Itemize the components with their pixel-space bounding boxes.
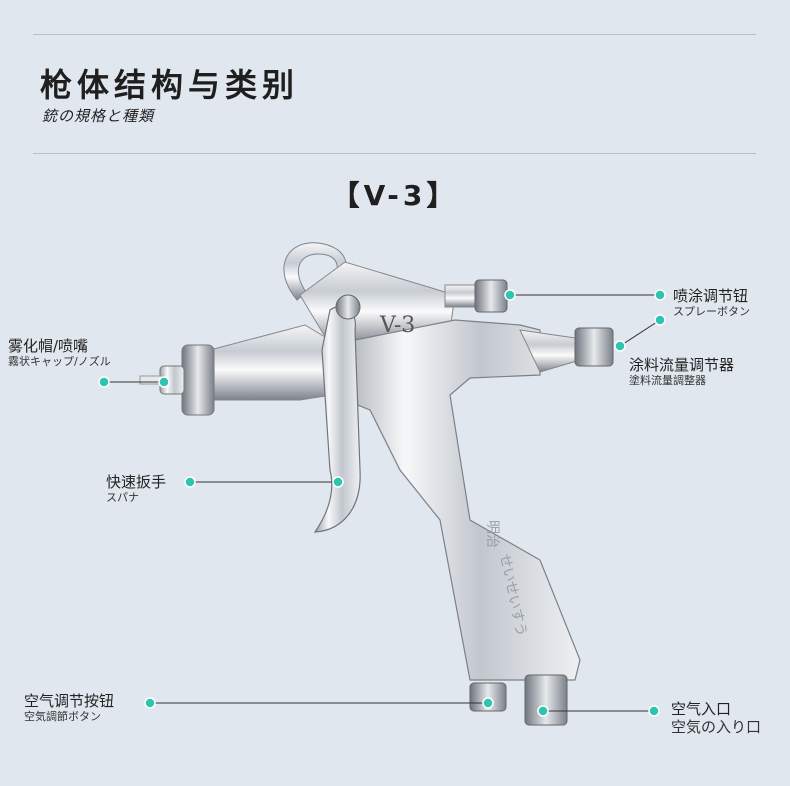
callout-air-knob: 空气调节按钮 空気調節ボタン <box>24 692 114 723</box>
callout-nozzle-cap: 雾化帽/喷嘴 霧状キャップ/ノズル <box>8 337 111 368</box>
callout-spray-knob-sub: スプレーボタン <box>673 305 750 318</box>
dot-air-knob-label <box>144 697 156 709</box>
callout-air-inlet-sub: 空気の入り口 <box>671 718 762 736</box>
dot-trigger <box>332 476 344 488</box>
dot-fluid-knob <box>614 340 626 352</box>
air-inlet <box>524 674 568 726</box>
fluid-knob <box>574 327 614 367</box>
callout-air-knob-main: 空气调节按钮 <box>24 692 115 710</box>
gun-body <box>329 319 581 681</box>
model-name: 【V-3】 <box>331 179 459 212</box>
callout-trigger-sub: スパナ <box>106 491 139 504</box>
callout-air-knob-sub: 空気調節ボタン <box>24 710 101 723</box>
top-divider <box>33 34 756 35</box>
dot-nozzle-label <box>98 376 110 388</box>
page-title: 枪体结构与类别 <box>40 66 300 104</box>
barrel-cone <box>209 324 333 401</box>
dot-air-knob <box>482 697 494 709</box>
trigger-pivot <box>335 294 361 320</box>
dot-air-inlet <box>537 705 549 717</box>
dot-fluid-label <box>654 314 666 326</box>
spray-knob <box>474 279 508 313</box>
callout-nozzle-cap-sub: 霧状キャップ/ノズル <box>8 355 111 368</box>
dot-spray-label <box>654 289 666 301</box>
callout-fluid-knob: 涂料流量调节器 塗料流量調整器 <box>629 356 734 387</box>
callout-spray-knob-main: 喷涂调节钮 <box>673 287 749 305</box>
bottom-divider <box>33 153 756 154</box>
dot-spray-knob <box>504 289 516 301</box>
air-knob <box>469 682 507 712</box>
leader-lines <box>104 294 661 712</box>
callout-trigger: 快速扳手 スパナ <box>106 473 166 504</box>
callout-air-inlet: 空气入口 空気の入り口 <box>671 700 761 736</box>
brand-kanji: 明治 <box>484 520 500 548</box>
callout-spray-knob: 喷涂调节钮 スプレーボタン <box>673 287 750 318</box>
page-subtitle: 銃の規格と種類 <box>42 107 155 125</box>
callout-fluid-knob-sub: 塗料流量調整器 <box>629 374 706 387</box>
spray-knob-stem <box>444 284 476 308</box>
callout-nozzle-cap-main: 雾化帽/喷嘴 <box>8 337 89 355</box>
callout-trigger-main: 快速扳手 <box>106 473 167 491</box>
callout-fluid-knob-main: 涂料流量调节器 <box>629 356 735 374</box>
dot-nozzle <box>158 376 170 388</box>
body-mark: V-3 <box>379 313 415 338</box>
dot-air-inlet-label <box>648 705 660 717</box>
nozzle-cap <box>181 344 215 416</box>
callout-air-inlet-main: 空气入口 <box>671 700 732 718</box>
dot-trigger-label <box>184 476 196 488</box>
